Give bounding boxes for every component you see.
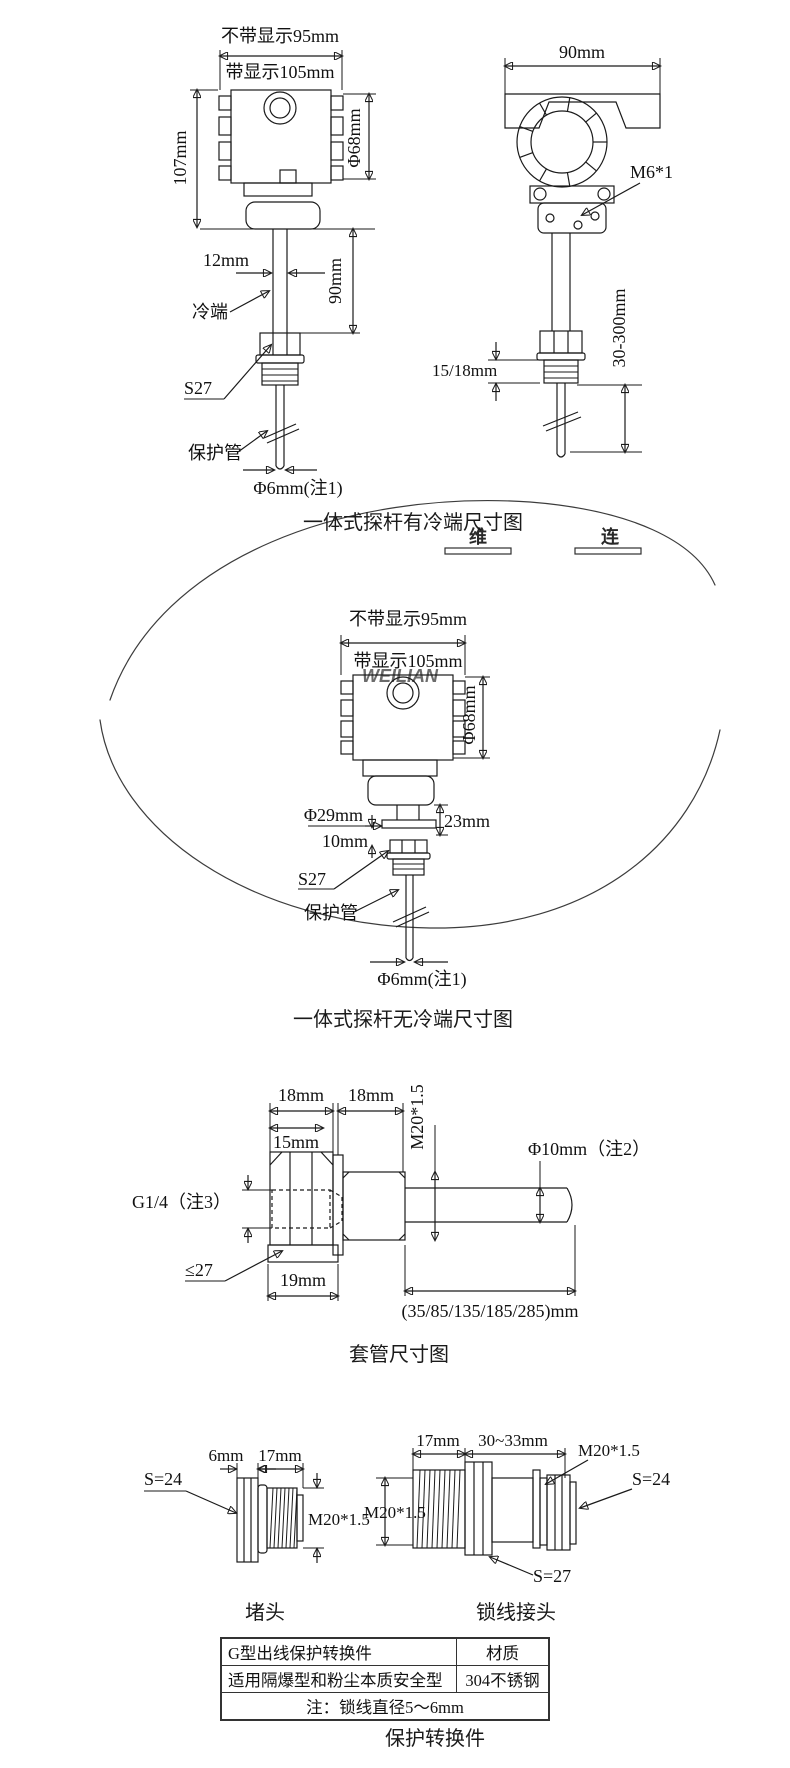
hex-nut-outline — [386, 839, 431, 876]
label-s24: S=24 — [632, 1469, 670, 1489]
label-hex-s27: S27 — [184, 378, 212, 398]
dim-dia-68: Φ68mm — [459, 685, 479, 744]
dim-17: 17mm — [258, 1446, 301, 1465]
figure-plug: S=24 6mm 17mm M20*1.5 — [144, 1446, 370, 1563]
dim-m20-left: M20*1.5 — [364, 1503, 426, 1522]
label-protection-tube: 保护管 — [304, 903, 358, 923]
caption-fig3: 套管尺寸图 — [349, 1344, 449, 1366]
dim-insertion-range: 30-300mm — [609, 289, 629, 368]
watermark-cn-right: 连 — [601, 526, 620, 547]
dim-with-display: 带显示105mm — [225, 62, 334, 82]
figure-probe-no-cold-end: 不带显示95mm 带显示105mm Φ68mm Φ29mm 23mm 10mm — [298, 609, 490, 990]
hex-nut-outline — [536, 330, 586, 384]
dim-probe-dia: Φ6mm(注1) — [253, 478, 342, 499]
label-protection-tube: 保护管 — [188, 443, 242, 463]
dim-cold-90: 90mm — [325, 258, 345, 304]
dim-23: 23mm — [444, 811, 490, 831]
dim-19: 19mm — [280, 1270, 326, 1290]
table-row: 适用隔爆型和粉尘本质安全型 304不锈钢 — [222, 1665, 548, 1692]
dim-m20-thread: M20*1.5 — [407, 1084, 427, 1150]
dim-with-display: 带显示105mm — [353, 651, 462, 671]
dim-15: 15mm — [273, 1132, 319, 1152]
watermark-leaf-swoosh — [99, 500, 721, 929]
probe-tube-outline — [392, 875, 430, 962]
spec-table: G型出线保护转换件 材质 适用隔爆型和粉尘本质安全型 304不锈钢 注：锁线直径… — [220, 1637, 550, 1721]
watermark-en: WEILIAN — [362, 666, 439, 686]
probe-tube-outline — [542, 383, 582, 458]
connector-body-outline — [412, 1461, 577, 1556]
label-m6-screw: M6*1 — [630, 162, 673, 182]
figure-probe-with-cold-end-front: 不带显示95mm 带显示105mm 107mm Φ68mm 12mm 90mm … — [170, 26, 376, 499]
table-row-note: 注：锁线直径5～6mm — [222, 1692, 548, 1719]
hex-nut-outline — [255, 332, 305, 386]
table-cell-type: G型出线保护转换件 — [222, 1639, 457, 1665]
table-note: 注：锁线直径5～6mm — [306, 1698, 464, 1717]
probe-tube-outline — [263, 385, 300, 470]
dim-30-33: 30~33mm — [478, 1431, 548, 1450]
dim-dia-68: Φ68mm — [344, 108, 364, 167]
figure-probe-with-cold-end-side: 90mm M6*1 15/18mm — [432, 42, 673, 458]
dim-m20-right: M20*1.5 — [578, 1441, 640, 1460]
dim-10: 10mm — [322, 831, 368, 851]
dim-neck-12: 12mm — [203, 250, 249, 270]
dim-18-thread: 18mm — [348, 1085, 394, 1105]
label-hex-s27: S27 — [298, 869, 326, 889]
caption-fig2: 一体式探杆无冷端尺寸图 — [293, 1009, 513, 1031]
dim-no-display: 不带显示95mm — [221, 26, 339, 46]
label-s27: S=27 — [533, 1566, 571, 1586]
dim-height-107: 107mm — [170, 130, 190, 185]
dim-probe-dia: Φ6mm(注1) — [377, 969, 466, 990]
dim-dia-29: Φ29mm — [304, 805, 363, 825]
watermark-underline-right — [574, 547, 642, 555]
dim-thread-length: 15/18mm — [432, 361, 497, 380]
figure-lockwire-connector: 17mm 30~33mm M20*1.5 S=24 M20*1.5 S=27 — [364, 1431, 670, 1586]
dim-no-display: 不带显示95mm — [349, 609, 467, 629]
table-cell-material-value: 304不锈钢 — [465, 1671, 540, 1690]
caption-plug: 堵头 — [245, 1602, 285, 1624]
caption-fig1: 一体式探杆有冷端尺寸图 — [303, 512, 523, 534]
internal-thread-dashed — [271, 1189, 343, 1229]
label-cold-end: 冷端 — [192, 302, 228, 322]
dim-18-hex: 18mm — [278, 1085, 324, 1105]
thermowell-body-outline — [267, 1151, 573, 1263]
watermark-cn-left: 维 — [469, 526, 487, 547]
dim-pipe-dia-10: Φ10mm（注2） — [528, 1139, 650, 1159]
transmitter-head-outline — [340, 674, 466, 829]
caption-protection-adapter: 保护转换件 — [385, 1728, 485, 1750]
plug-body-outline — [236, 1477, 304, 1563]
transmitter-head-outline — [218, 89, 344, 230]
dim-insertion-lengths: (35/85/135/185/285)mm — [402, 1301, 579, 1322]
label-hex-s27: ≤27 — [185, 1260, 213, 1280]
table-cell-applicability: 适用隔爆型和粉尘本质安全型 — [222, 1666, 457, 1692]
table-row: G型出线保护转换件 材质 — [222, 1639, 548, 1665]
caption-lockwire-connector: 锁线接头 — [476, 1602, 556, 1624]
housing-outline — [504, 93, 661, 234]
table-cell-material-header: 材质 — [486, 1644, 519, 1663]
label-g14-port: G1/4（注3） — [132, 1192, 231, 1212]
dim-width-90: 90mm — [559, 42, 605, 62]
label-s24: S=24 — [144, 1469, 182, 1489]
dim-m20-thread: M20*1.5 — [308, 1510, 370, 1529]
dim-6: 6mm — [209, 1446, 244, 1465]
dim-17: 17mm — [416, 1431, 459, 1450]
watermark-underline-left — [444, 547, 512, 555]
figure-thermowell: 18mm 18mm M20*1.5 15mm Φ10mm（注2） G1/4（注3… — [132, 1084, 650, 1322]
watermark: 维 连 WEILIAN — [99, 500, 721, 929]
